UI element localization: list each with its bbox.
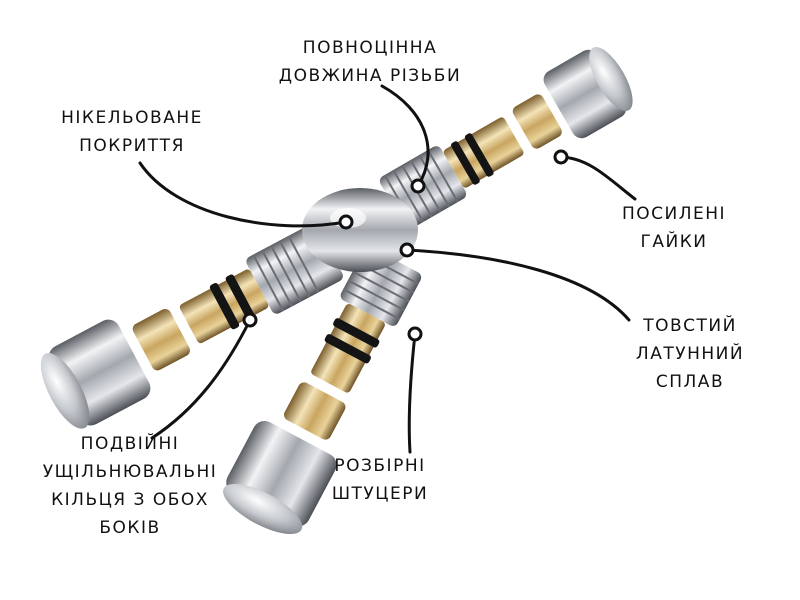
leader-removable-fittings bbox=[407, 332, 417, 454]
label-line: ШТУЦЕРИ bbox=[331, 484, 429, 504]
left-branch bbox=[40, 223, 343, 429]
label-line: УЩІЛЬНЮВАЛЬНІ bbox=[42, 462, 218, 482]
label-line: ПОВНОЦІННА bbox=[302, 38, 438, 58]
dot-double-seals bbox=[242, 312, 258, 328]
label-line: КІЛЬЦЯ З ОБОХ bbox=[51, 490, 209, 510]
label-line: ГАЙКИ bbox=[640, 232, 708, 252]
label-removable-fittings: РОЗБІРНІ ШТУЦЕРИ bbox=[310, 452, 450, 508]
label-double-seals: ПОДВІЙНІ УЩІЛЬНЮВАЛЬНІ КІЛЬЦЯ З ОБОХ БОК… bbox=[20, 430, 240, 542]
dot-reinforced-nuts bbox=[553, 149, 569, 165]
dot-thread-length bbox=[410, 178, 426, 194]
label-line: ПОДВІЙНІ bbox=[80, 434, 180, 454]
dot-nickel-coating bbox=[338, 214, 354, 230]
leader-nickel-coating bbox=[138, 161, 348, 228]
label-line: ПОСИЛЕНІ bbox=[621, 204, 727, 224]
label-line: БОКІВ bbox=[99, 518, 161, 538]
label-line: ПОКРИТТЯ bbox=[79, 136, 185, 156]
leader-lines bbox=[138, 84, 637, 454]
label-thick-brass: ТОВСТИЙ ЛАТУННИЙ СПЛАВ bbox=[620, 312, 760, 396]
label-line: РОЗБІРНІ bbox=[334, 456, 426, 476]
leader-reinforced-nuts bbox=[559, 155, 637, 201]
label-line: СПЛАВ bbox=[655, 372, 725, 392]
callout-dots bbox=[242, 149, 569, 342]
label-nickel-coating: НІКЕЛЬОВАНЕ ПОКРИТТЯ bbox=[42, 104, 222, 160]
label-reinforced-nuts: ПОСИЛЕНІ ГАЙКИ bbox=[604, 200, 744, 256]
label-line: ТОВСТИЙ bbox=[643, 316, 737, 336]
label-line: ДОВЖИНА РІЗЬБИ bbox=[278, 66, 462, 86]
label-thread-length: ПОВНОЦІННА ДОВЖИНА РІЗЬБИ bbox=[270, 34, 470, 90]
leader-double-seals bbox=[150, 318, 252, 440]
leader-thick-brass bbox=[405, 248, 631, 322]
tee-body bbox=[302, 188, 418, 272]
label-line: НІКЕЛЬОВАНЕ bbox=[61, 108, 203, 128]
dot-removable-fittings bbox=[407, 326, 423, 342]
label-line: ЛАТУННИЙ bbox=[635, 344, 745, 364]
dot-thick-brass bbox=[399, 242, 415, 258]
leader-thread-length bbox=[380, 84, 430, 188]
